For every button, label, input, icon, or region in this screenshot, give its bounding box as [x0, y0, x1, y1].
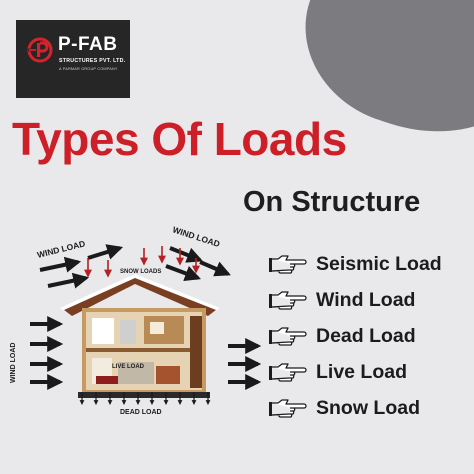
logo-name: P-FAB [58, 34, 118, 55]
pointing-hand-icon [269, 363, 307, 382]
logo-subtitle: STRUCTURES PVT. LTD. [59, 58, 126, 64]
wind-load-side-label: WIND LOAD [10, 343, 17, 383]
pointing-hand-icon [269, 255, 307, 274]
wind-arrows-left [30, 316, 64, 390]
dead-load-arrows [79, 392, 211, 405]
page-title: Types Of Loads [12, 113, 347, 165]
load-label-dead: Dead Load [316, 324, 416, 347]
house-cutaway [60, 274, 220, 398]
pointing-hand-icon [269, 399, 307, 418]
load-types-list: Seismic Load Wind Load Dead Load Live Lo… [268, 246, 442, 426]
logo-tagline: A PARMAR GROUP COMPANY [59, 67, 118, 71]
snow-loads-label: SNOW LOADS [120, 269, 161, 275]
company-logo: P-FAB STRUCTURES PVT. LTD. A PARMAR GROU… [16, 20, 130, 98]
pointing-hand-icon [269, 327, 307, 346]
dead-load-label: DEAD LOAD [120, 409, 162, 416]
snow-load-arrows [84, 246, 200, 278]
load-label-wind: Wind Load [316, 288, 416, 311]
list-item: Wind Load [268, 282, 442, 318]
load-label-snow: Snow Load [316, 396, 420, 419]
list-item: Dead Load [268, 318, 442, 354]
wind-arrows-right [228, 338, 262, 390]
live-load-label: LIVE LOAD [112, 364, 145, 370]
page-subtitle: On Structure [243, 186, 421, 218]
list-item: Snow Load [268, 390, 442, 426]
load-label-seismic: Seismic Load [316, 252, 442, 275]
pfab-logo-icon [27, 37, 53, 63]
list-item: Seismic Load [268, 246, 442, 282]
wind-load-top-right-label: WIND LOAD [171, 224, 221, 249]
pointing-hand-icon [269, 291, 307, 310]
load-label-live: Live Load [316, 360, 408, 383]
wind-arrows-top [39, 244, 231, 289]
house-loads-illustration: WIND LOAD WIND LOAD SNOW LOADS LIVE LOAD… [10, 224, 262, 416]
list-item: Live Load [268, 354, 442, 390]
wind-load-top-left-label: WIND LOAD [36, 238, 86, 260]
